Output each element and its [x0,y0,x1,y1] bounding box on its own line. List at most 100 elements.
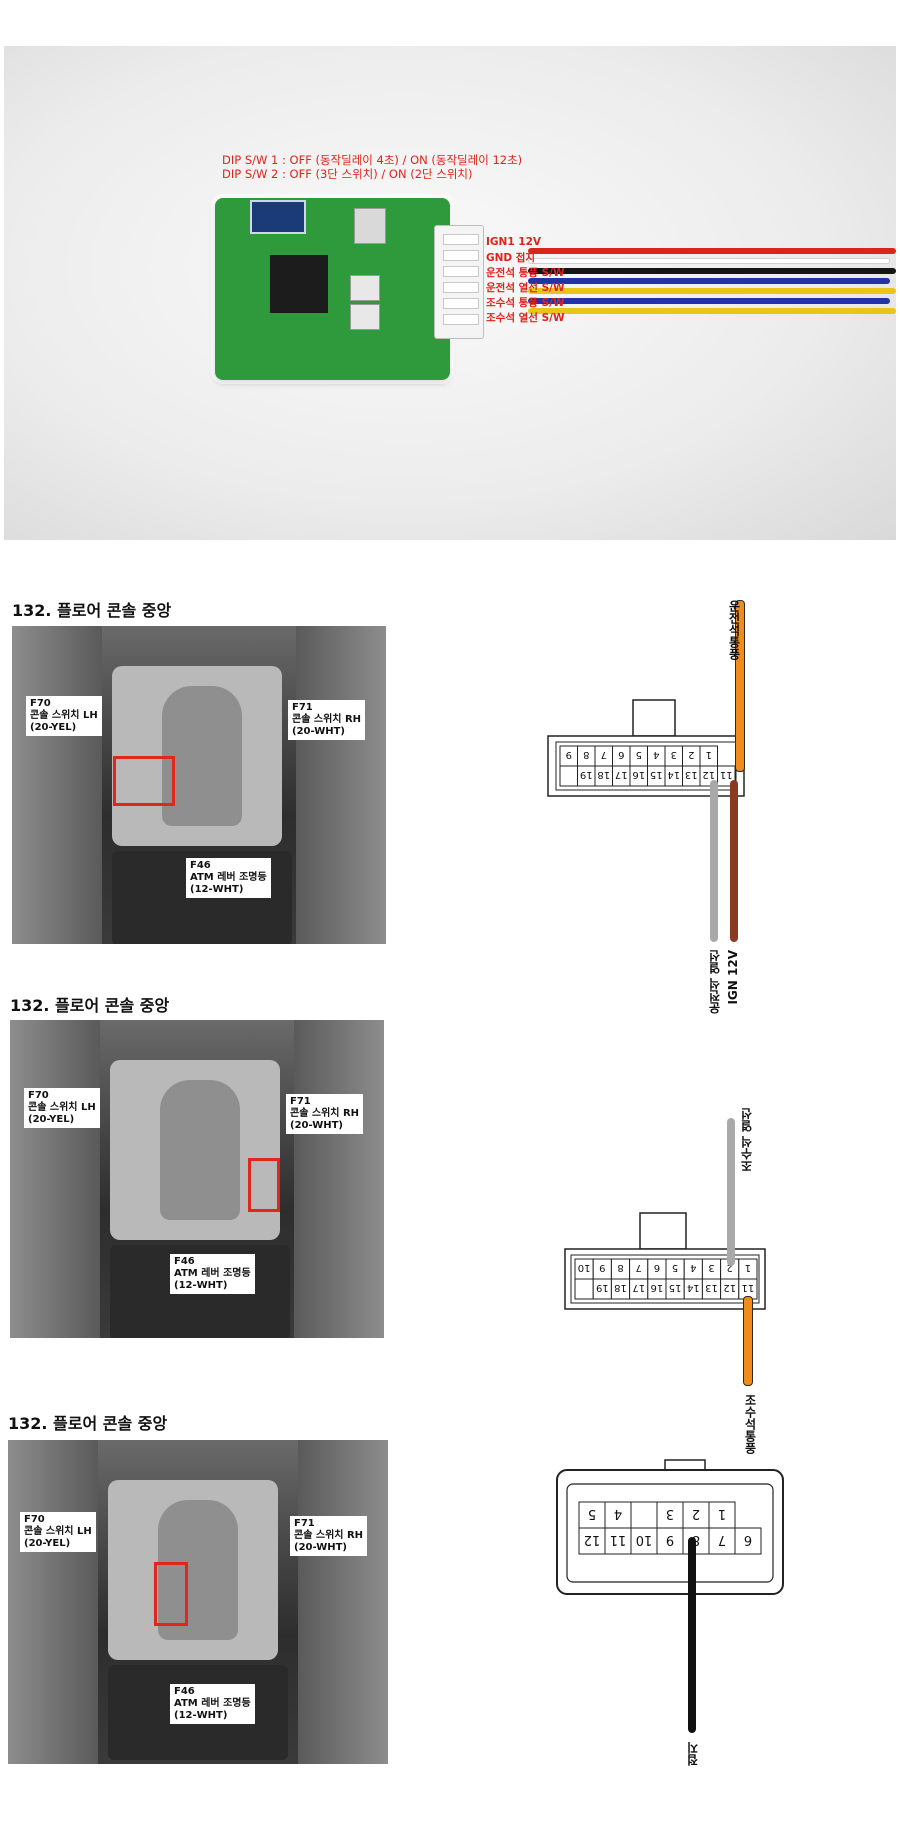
pin-cell [682,1501,710,1529]
pin-number: 5 [672,1262,678,1273]
label-f70: F70 콘솔 스위치 LH (20-YEL) [24,1088,100,1128]
wire-gray [710,780,718,942]
pin-number: 1 [745,1262,751,1273]
pin-number: 6 [654,1262,660,1273]
pin-number: 7 [601,749,607,760]
dip-switch [250,200,306,234]
connector-pin [443,266,479,277]
connector-pin [443,314,479,325]
label-f46: F46 ATM 레버 조명등 (12-WHT) [186,858,271,898]
pin-number: 7 [636,1262,642,1273]
connector-pin [443,234,479,245]
pin-number: 6 [744,1532,752,1547]
pin-cell [734,1527,762,1555]
dip-switch-notes: DIP S/W 1 : OFF (동작딜레이 4초) / ON (동작딜레이 1… [222,153,522,181]
wire-label-gnd: GND 접지 [486,252,536,264]
wire [528,288,896,294]
pin-number: 16 [651,1282,664,1293]
label-driver-vent: 운전석통풍 [727,600,741,660]
wire-label-driver-heat: 운전석 열선 S/W [486,282,565,294]
label-f70: F70 콘솔 스위치 LH (20-YEL) [20,1512,96,1552]
wire [528,278,890,284]
wire [528,308,896,314]
label-f46: F46 ATM 레버 조명등 (12-WHT) [170,1254,255,1294]
console-trim [12,626,102,944]
pin-cell [630,1501,658,1529]
pin-number: 11 [742,1282,755,1293]
pin-number: 12 [723,1282,736,1293]
label-f46: F46 ATM 레버 조명등 (12-WHT) [170,1684,255,1724]
connector-pin [443,282,479,293]
highlight-box [113,756,175,806]
pin-number: 19 [596,1282,609,1293]
pin-number: 10 [578,1262,591,1273]
pin-number: 8 [617,1262,623,1273]
pin-number: 17 [632,1282,645,1293]
pin-cell [656,1501,684,1529]
pin-number: 12 [702,769,715,780]
highlight-box [248,1158,280,1212]
pin-cell [559,765,578,787]
wire-black [688,1537,696,1733]
label-f71: F71 콘솔 스위치 RH (20-WHT) [286,1094,364,1134]
pin-number: 17 [615,769,628,780]
pin-number: 16 [632,769,645,780]
dip-note-1: DIP S/W 1 : OFF (동작딜레이 4초) / ON (동작딜레이 1… [222,153,523,167]
wire [528,258,890,264]
pin-number: 8 [692,1532,700,1547]
label-driver-heat: 운전석 열선 [708,950,722,1015]
pin-number: 11 [610,1532,627,1547]
wire-orange [743,1296,753,1386]
dip-note-2: DIP S/W 2 : OFF (3단 스위치) / ON (2단 스위치) [222,167,473,181]
pin-number: 4 [653,749,659,760]
pin-number: 9 [599,1262,605,1273]
voltage-regulator [354,208,386,244]
console-photo: F70 콘솔 스위치 LH (20-YEL) F71 콘솔 스위치 RH (20… [12,626,386,944]
pin-number: 13 [685,769,698,780]
pin-number: 18 [597,769,610,780]
wire [528,248,896,254]
label-passenger-vent: 조수석통풍 [743,1394,757,1454]
pin-number: 11 [720,769,733,780]
pin-number: 5 [588,1506,596,1521]
section-title: 132. 플로어 콘솔 중앙 [12,601,172,620]
pin-number: 4 [690,1262,696,1273]
wire-label-ign: IGN1 12V [486,236,542,248]
pin-number: 4 [614,1506,622,1521]
pin-number: 10 [636,1532,653,1547]
pin-number: 5 [636,749,642,760]
console-trim [294,1020,384,1338]
console-trim [10,1020,100,1338]
section-title: 132. 플로어 콘솔 중앙 [10,996,170,1015]
pin-cell [656,1527,684,1555]
pin-number: 1 [718,1506,726,1521]
pin-cell [574,1278,594,1300]
connector-latch [632,699,676,737]
pin-number: 2 [692,1506,700,1521]
label-f71: F71 콘솔 스위치 RH (20-WHT) [290,1516,368,1556]
label-passenger-heat: 조수석 열선 [740,1108,754,1173]
pin-number: 7 [718,1532,726,1547]
wire-label-passenger-vent: 조수석 통풍 S/W [486,297,565,309]
pin-number: 15 [669,1282,682,1293]
label-f70: F70 콘솔 스위치 LH (20-YEL) [26,696,102,736]
pin-number: 3 [708,1262,714,1273]
relay-component [350,304,380,330]
relay-component [350,275,380,301]
microcontroller-chip [270,255,328,313]
wire [528,268,896,274]
console-photo: F70 콘솔 스위치 LH (20-YEL) F71 콘솔 스위치 RH (20… [8,1440,388,1764]
wire-orange [735,600,745,772]
pin-number: 8 [583,749,589,760]
connector-latch [639,1212,687,1250]
shifter-boot [162,686,242,826]
wire-label-passenger-heat: 조수석 열선 S/W [486,312,565,324]
pin-number: 18 [614,1282,627,1293]
console-trim [8,1440,98,1764]
pin-number: 3 [671,749,677,760]
console-trim [298,1440,388,1764]
pin-cell [630,1527,658,1555]
